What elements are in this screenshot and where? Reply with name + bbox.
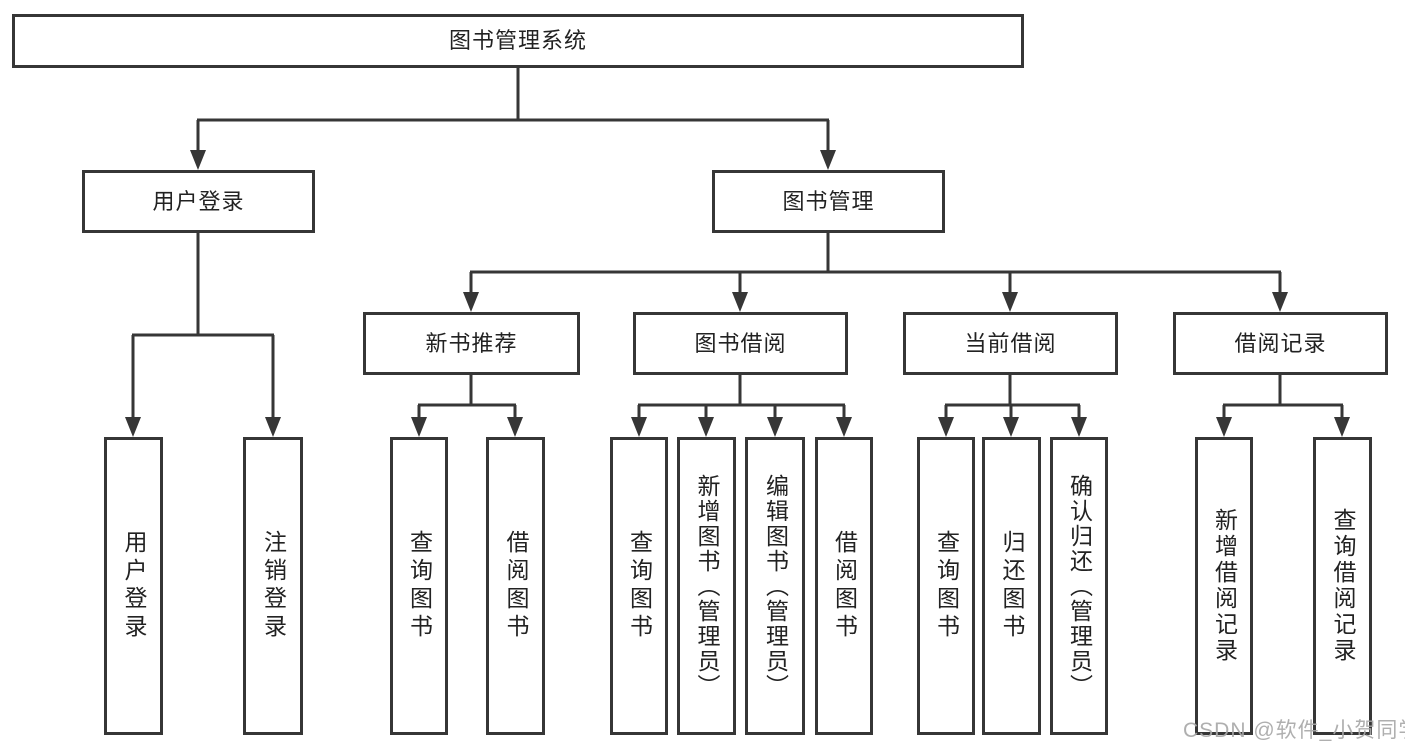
node-label: 借阅图书 bbox=[831, 530, 858, 642]
node-label: 当前借阅 bbox=[964, 330, 1057, 356]
node-book-borrow: 图书借阅 bbox=[633, 312, 848, 375]
leaf-add-borrow-record: 新增借阅记录 bbox=[1195, 437, 1253, 735]
node-label: 查询图书 bbox=[406, 530, 433, 642]
node-label: 注销登录 bbox=[260, 530, 287, 642]
leaf-logout-login: 注销登录 bbox=[243, 437, 303, 735]
node-label: 查询借阅记录 bbox=[1330, 508, 1356, 664]
node-label: 新增借阅记录 bbox=[1211, 508, 1238, 664]
node-current-borrow: 当前借阅 bbox=[903, 312, 1118, 375]
leaf-query-book-current: 查询图书 bbox=[917, 437, 975, 735]
node-label: 查询图书 bbox=[933, 530, 960, 642]
leaf-return-book: 归还图书 bbox=[982, 437, 1041, 735]
node-new-book-recommend: 新书推荐 bbox=[363, 312, 580, 375]
leaf-query-book-borrow: 查询图书 bbox=[610, 437, 668, 735]
node-label: 用户登录 bbox=[152, 188, 245, 214]
node-label: 新增图书（管理员） bbox=[694, 473, 720, 699]
leaf-confirm-return-admin: 确认归还（管理员） bbox=[1050, 437, 1108, 735]
leaf-query-book-recommend: 查询图书 bbox=[390, 437, 448, 735]
leaf-borrow-book: 借阅图书 bbox=[815, 437, 873, 735]
node-label: 查询图书 bbox=[626, 530, 653, 642]
node-label: 编辑图书（管理员） bbox=[762, 473, 789, 699]
node-label: 新书推荐 bbox=[425, 330, 518, 356]
node-borrow-record: 借阅记录 bbox=[1173, 312, 1388, 375]
csdn-watermark: CSDN @软件_小贺同学 bbox=[1183, 719, 1405, 742]
node-label: 确认归还（管理员） bbox=[1066, 473, 1093, 699]
leaf-user-login: 用户登录 bbox=[104, 437, 163, 735]
leaf-query-borrow-record: 查询借阅记录 bbox=[1313, 437, 1372, 735]
leaf-edit-book-admin: 编辑图书（管理员） bbox=[745, 437, 805, 735]
leaf-add-book-admin: 新增图书（管理员） bbox=[677, 437, 736, 735]
node-label: 归还图书 bbox=[999, 530, 1025, 642]
node-label: 图书管理 bbox=[782, 188, 875, 214]
node-label: 借阅图书 bbox=[503, 530, 529, 642]
node-book-management: 图书管理 bbox=[712, 170, 945, 233]
node-label: 图书借阅 bbox=[694, 330, 787, 356]
node-user-login: 用户登录 bbox=[82, 170, 315, 233]
node-label: 用户登录 bbox=[121, 530, 147, 642]
leaf-borrow-book-recommend: 借阅图书 bbox=[486, 437, 545, 735]
node-label: 图书管理系统 bbox=[448, 28, 587, 53]
node-label: 借阅记录 bbox=[1234, 330, 1327, 356]
node-library-management-system: 图书管理系统 bbox=[12, 14, 1024, 68]
